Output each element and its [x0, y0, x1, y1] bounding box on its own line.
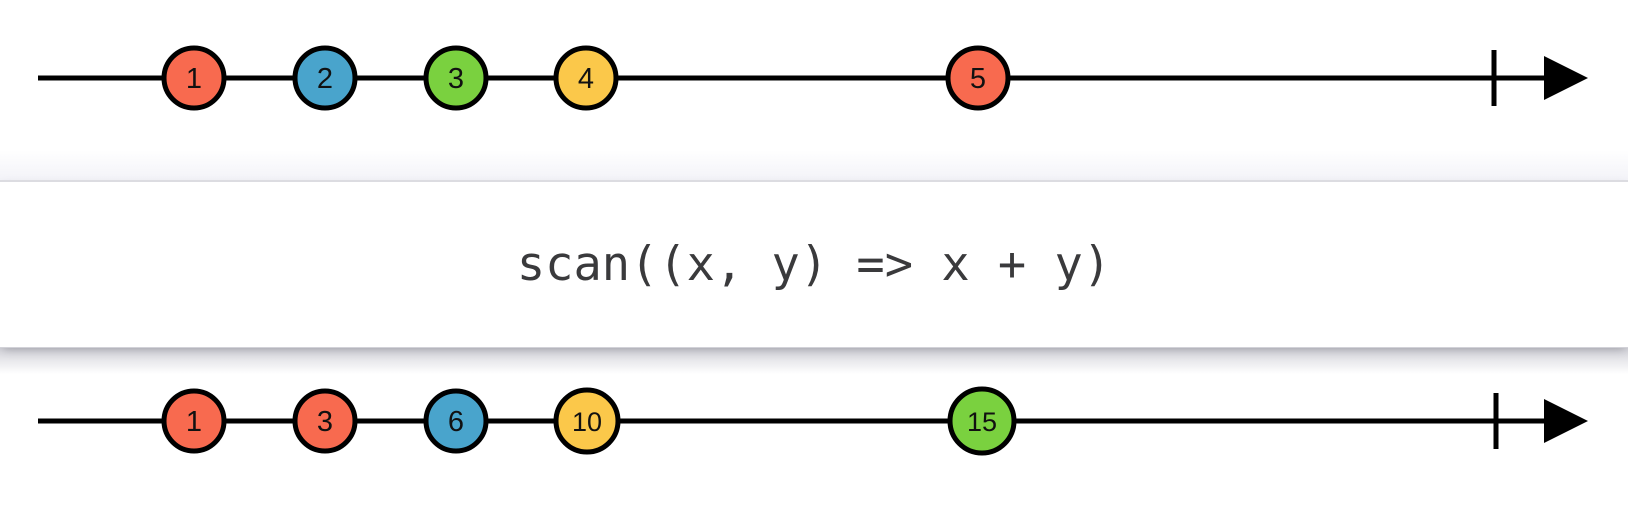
timeline-arrowhead	[1544, 56, 1588, 100]
operator-expression: scan((x, y) => x + y)	[516, 237, 1112, 292]
marble-value: 1	[186, 406, 202, 438]
timeline-arrowhead	[1544, 399, 1588, 443]
marble-circle[interactable]	[947, 386, 1017, 456]
marble-circle[interactable]	[945, 45, 1011, 111]
marble-value: 3	[317, 406, 333, 438]
marble-circle[interactable]	[292, 388, 358, 454]
marble-circle[interactable]	[423, 45, 489, 111]
input-timeline-svg: 1 2 3 4 5	[38, 45, 1588, 111]
marble-circle[interactable]	[161, 45, 227, 111]
marble[interactable]: 3	[423, 45, 489, 111]
marble[interactable]: 1	[161, 45, 227, 111]
marble-value: 4	[578, 63, 594, 95]
marble-value: 1	[186, 63, 202, 95]
output-stream-row: 1 3 6 10 15	[0, 348, 1628, 530]
marble-circle[interactable]	[423, 388, 489, 454]
marble[interactable]: 2	[292, 45, 358, 111]
marble[interactable]: 5	[945, 45, 1011, 111]
marble[interactable]: 15	[947, 386, 1017, 456]
marble-value: 2	[317, 63, 333, 95]
marble-circle[interactable]	[292, 45, 358, 111]
operator-card: scan((x, y) => x + y)	[0, 180, 1628, 348]
marble-value: 15	[967, 407, 997, 437]
output-timeline-svg: 1 3 6 10 15	[38, 386, 1588, 456]
marble[interactable]: 10	[553, 387, 621, 455]
marble[interactable]: 4	[553, 45, 619, 111]
marble-circle[interactable]	[553, 387, 621, 455]
marble-value: 6	[448, 406, 464, 438]
marble-circle[interactable]	[553, 45, 619, 111]
input-stream-row: 1 2 3 4 5	[0, 0, 1628, 180]
marble[interactable]: 1	[161, 388, 227, 454]
marble-value: 3	[448, 63, 464, 95]
marble-circle[interactable]	[161, 388, 227, 454]
marble[interactable]: 6	[423, 388, 489, 454]
marble-value: 10	[572, 407, 602, 437]
marble-value: 5	[970, 63, 986, 95]
marble[interactable]: 3	[292, 388, 358, 454]
